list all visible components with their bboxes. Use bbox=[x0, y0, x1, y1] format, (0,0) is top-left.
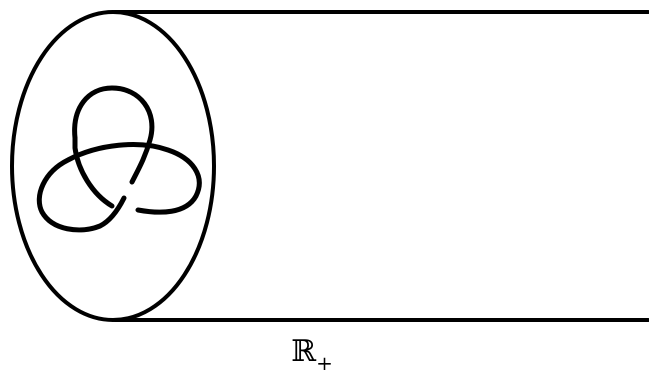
knot-strand-b bbox=[39, 145, 199, 230]
cylinder-cross-section-disk bbox=[12, 12, 214, 320]
knot-strand-a bbox=[75, 88, 152, 182]
caption-subscript: + bbox=[316, 351, 333, 375]
trefoil-knot bbox=[39, 88, 199, 230]
caption-r-plus: ℝ+ bbox=[262, 332, 362, 372]
cylinder bbox=[12, 12, 648, 320]
caption-base: ℝ bbox=[291, 334, 316, 369]
